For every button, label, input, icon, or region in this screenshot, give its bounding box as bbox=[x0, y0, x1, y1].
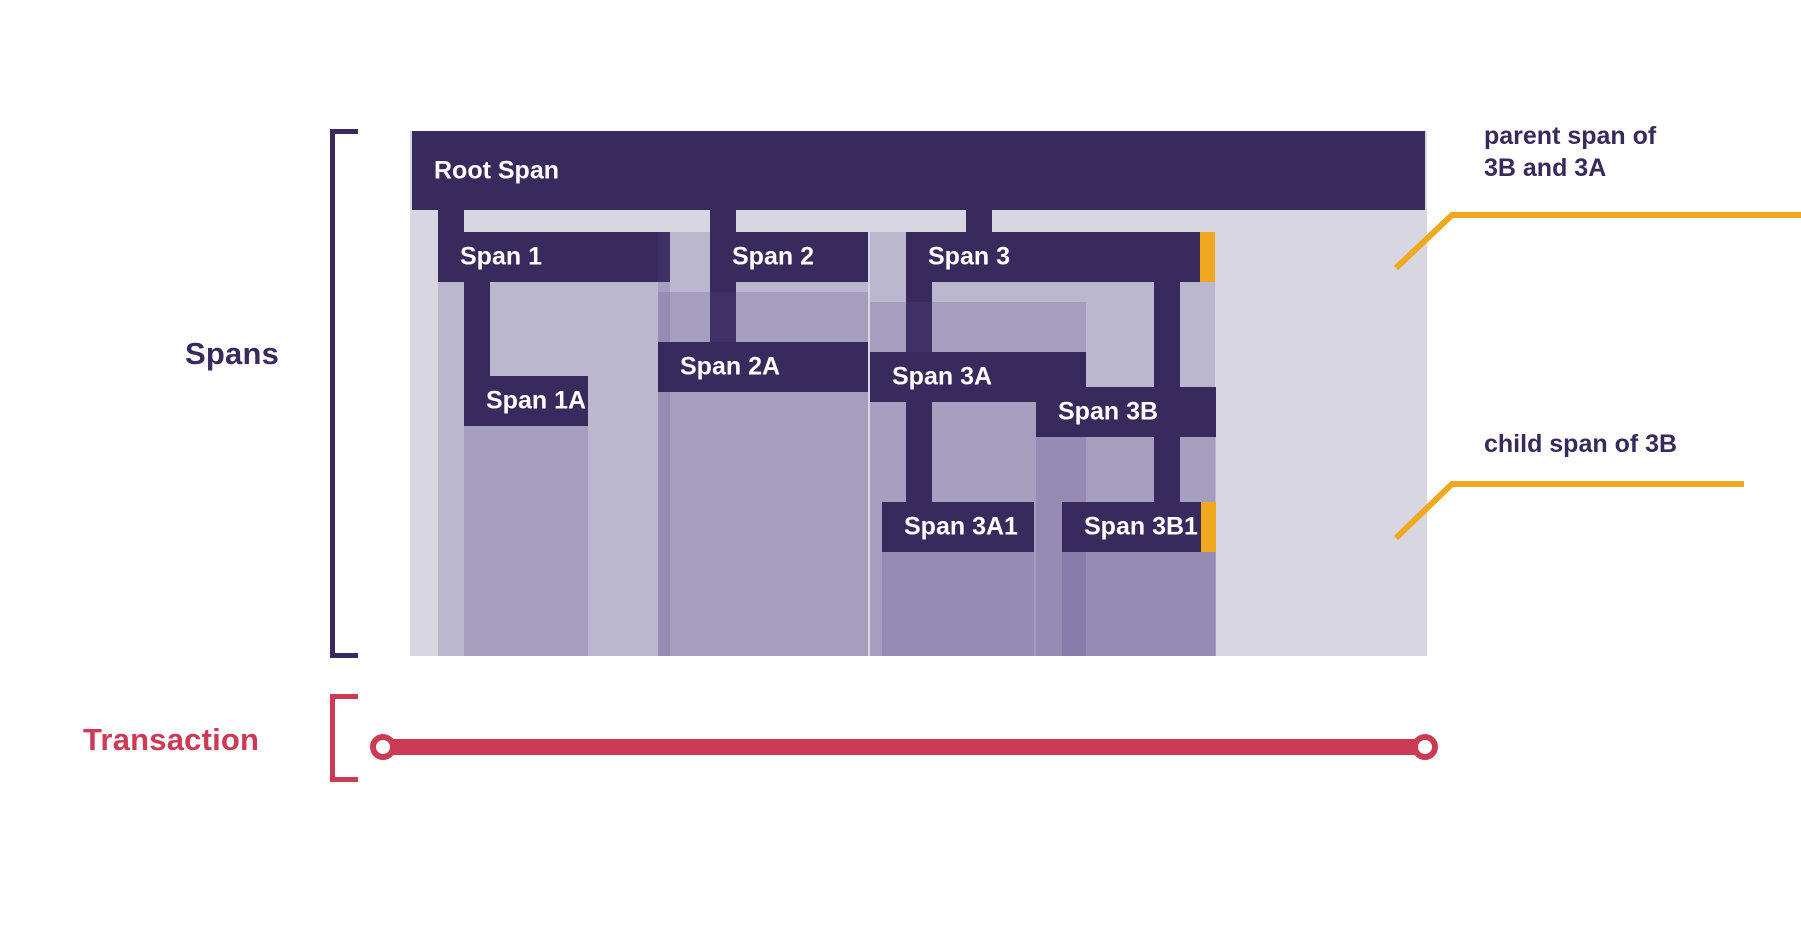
transaction-bracket-bottom-arm bbox=[330, 777, 358, 782]
spans-axis-label: Spans bbox=[185, 336, 280, 371]
span-header-3b1[interactable]: Span 3B1 bbox=[1062, 502, 1216, 552]
span-box-1a[interactable]: Span 1A bbox=[464, 376, 588, 656]
span-header-2a[interactable]: Span 2A bbox=[658, 342, 868, 392]
span-box-3a1[interactable]: Span 3A1 bbox=[882, 502, 1034, 656]
span-label-3b: Span 3B bbox=[1058, 397, 1159, 426]
stem-span3-to-span3a bbox=[906, 282, 932, 352]
transaction-track[interactable] bbox=[382, 739, 1428, 755]
transaction-start-marker[interactable] bbox=[370, 734, 396, 760]
stem-span3-to-span3b bbox=[1154, 282, 1180, 407]
highlight-child-span-3b1 bbox=[1201, 502, 1216, 552]
spans-bracket-top-arm bbox=[330, 129, 358, 134]
span-label-3b1: Span 3B1 bbox=[1084, 512, 1198, 541]
transaction-bracket-top-arm bbox=[330, 694, 358, 699]
stem-span2-to-span2a bbox=[710, 282, 736, 342]
span-header-2[interactable]: Span 2 bbox=[710, 232, 868, 282]
span-header-1[interactable]: Span 1 bbox=[438, 232, 670, 282]
span-box-1[interactable]: Span 1 bbox=[438, 232, 670, 656]
spans-bracket-bottom-arm bbox=[330, 653, 358, 658]
span-label-1a: Span 1A bbox=[486, 386, 587, 415]
span-box-root[interactable]: Root Span bbox=[412, 131, 1425, 656]
span-header-root[interactable]: Root Span bbox=[412, 131, 1425, 210]
span-label-3a: Span 3A bbox=[892, 362, 993, 391]
span-header-3b[interactable]: Span 3B bbox=[1036, 387, 1216, 437]
span-label-2a: Span 2A bbox=[680, 352, 781, 381]
span-header-3a1[interactable]: Span 3A1 bbox=[882, 502, 1034, 552]
spans-bracket-spine bbox=[330, 129, 335, 658]
span-label-3a1: Span 3A1 bbox=[904, 512, 1018, 541]
stem-root-to-span1 bbox=[438, 210, 464, 232]
span-body-2 bbox=[658, 232, 868, 656]
span-header-1a[interactable]: Span 1A bbox=[464, 376, 588, 426]
span-label-root: Root Span bbox=[434, 156, 559, 184]
span-box-3b1[interactable]: Span 3B1 bbox=[1062, 502, 1216, 656]
span-label-3: Span 3 bbox=[928, 242, 1010, 271]
callout-label-child-span: child span of 3B bbox=[1484, 430, 1678, 458]
span-header-3[interactable]: Span 3 bbox=[906, 232, 1215, 282]
transaction-end-marker[interactable] bbox=[1412, 734, 1438, 760]
spans-container: Root Span Span 1 Span 1A Span 2 bbox=[410, 131, 1427, 656]
span-label-1: Span 1 bbox=[460, 242, 542, 271]
span-label-2: Span 2 bbox=[732, 242, 814, 271]
transaction-axis-label: Transaction bbox=[83, 722, 260, 757]
span-box-2[interactable]: Span 2 bbox=[658, 232, 868, 656]
spans-bracket bbox=[330, 129, 358, 658]
stem-root-to-span2 bbox=[710, 210, 736, 232]
callout-label-parent-span: parent span of 3B and 3A bbox=[1484, 122, 1657, 182]
highlight-parent-span-3 bbox=[1200, 232, 1215, 282]
span-box-2a[interactable]: Span 2A bbox=[658, 292, 868, 656]
transaction-bracket-spine bbox=[330, 694, 335, 782]
stem-root-to-span3 bbox=[966, 210, 992, 232]
transaction-bracket bbox=[330, 694, 358, 782]
